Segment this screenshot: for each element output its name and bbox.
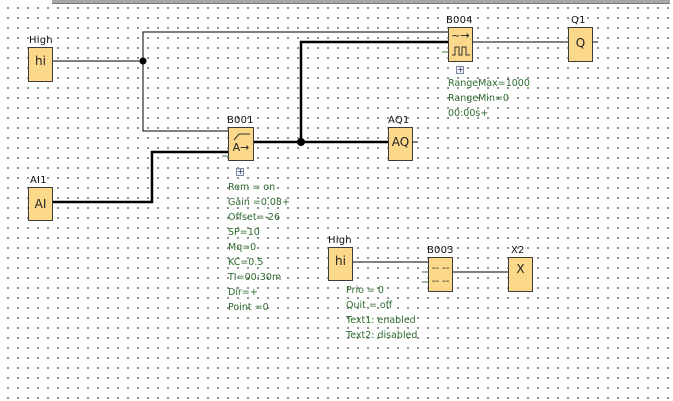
b004-param: RangeMax=1000 (448, 78, 530, 89)
block-high1-label: High (29, 35, 53, 46)
block-high2-label: High (328, 235, 352, 246)
b001-param: Mq=0 (228, 242, 257, 253)
block-b003[interactable]: -- -- -- -- (428, 257, 453, 292)
block-b004-expand-icon[interactable]: + (456, 65, 464, 74)
block-q1-label: Q1 (571, 15, 586, 26)
block-aq1-label: AQ1 (388, 115, 410, 126)
b001-param: SP=10 (228, 227, 260, 238)
b004-param: 00:00s+ (448, 108, 489, 119)
block-x2[interactable]: X (508, 257, 533, 292)
b001-param: Gain =0.08+ (228, 197, 290, 208)
block-high1[interactable]: hi (28, 47, 53, 82)
b001-param: Point =0 (228, 302, 269, 313)
block-b003-symbol: -- -- -- -- (431, 263, 450, 287)
b003-param: Text1: enabled (346, 315, 416, 326)
wire-junction2-dot (297, 138, 305, 146)
block-q1[interactable]: Q (568, 27, 593, 62)
block-x2-symbol: X (516, 262, 525, 276)
wire-junction2-b004-in2 (299, 40, 448, 142)
b004-param: RangeMin=0 (448, 93, 509, 104)
block-b001[interactable]: A→ (228, 127, 254, 161)
b001-param: Dir=+ (228, 287, 258, 298)
block-aq1-symbol: AQ (391, 135, 410, 149)
block-b003-label: B003 (427, 245, 454, 256)
b001-param: Rem = on (228, 182, 276, 193)
block-aq1[interactable]: AQ (388, 127, 413, 161)
block-high2-symbol: hi (335, 254, 346, 268)
block-ai1-symbol: AI (34, 197, 47, 211)
b001-param: KC=0.5 (228, 257, 264, 268)
b001-param: TI=00:30m (228, 272, 282, 283)
wire-ai1-b001-in2 (52, 150, 228, 204)
block-ai1[interactable]: AI (28, 187, 53, 221)
block-high1-symbol: hi (35, 54, 46, 68)
pwm-icon (452, 46, 470, 56)
block-ai1-label: AI1 (30, 175, 47, 186)
b003-param: Quit = off (346, 300, 393, 311)
block-b004-symbol: ~→ (451, 29, 470, 42)
wire-junction-b001-in1 (142, 61, 228, 132)
b003-param: Prio = 0 (346, 285, 384, 296)
block-b001-symbol: A→ (232, 141, 250, 154)
wire-junction-dot (139, 57, 147, 65)
block-b001-expand-icon[interactable]: + (236, 167, 244, 176)
block-x2-label: X2 (511, 245, 525, 256)
block-b004-label: B004 (446, 15, 473, 26)
block-high2[interactable]: hi (328, 247, 353, 281)
block-q1-symbol: Q (575, 36, 586, 50)
analog-threshold-icon (233, 133, 250, 141)
wire-junction-b004-in1 (142, 31, 448, 61)
b003-param: Text2: disabled (346, 330, 418, 341)
b001-param: Offset=-26 (228, 212, 281, 223)
block-b001-label: B001 (227, 115, 254, 126)
panel-top-edge (52, 0, 670, 4)
block-b004[interactable]: ~→ (448, 27, 473, 62)
